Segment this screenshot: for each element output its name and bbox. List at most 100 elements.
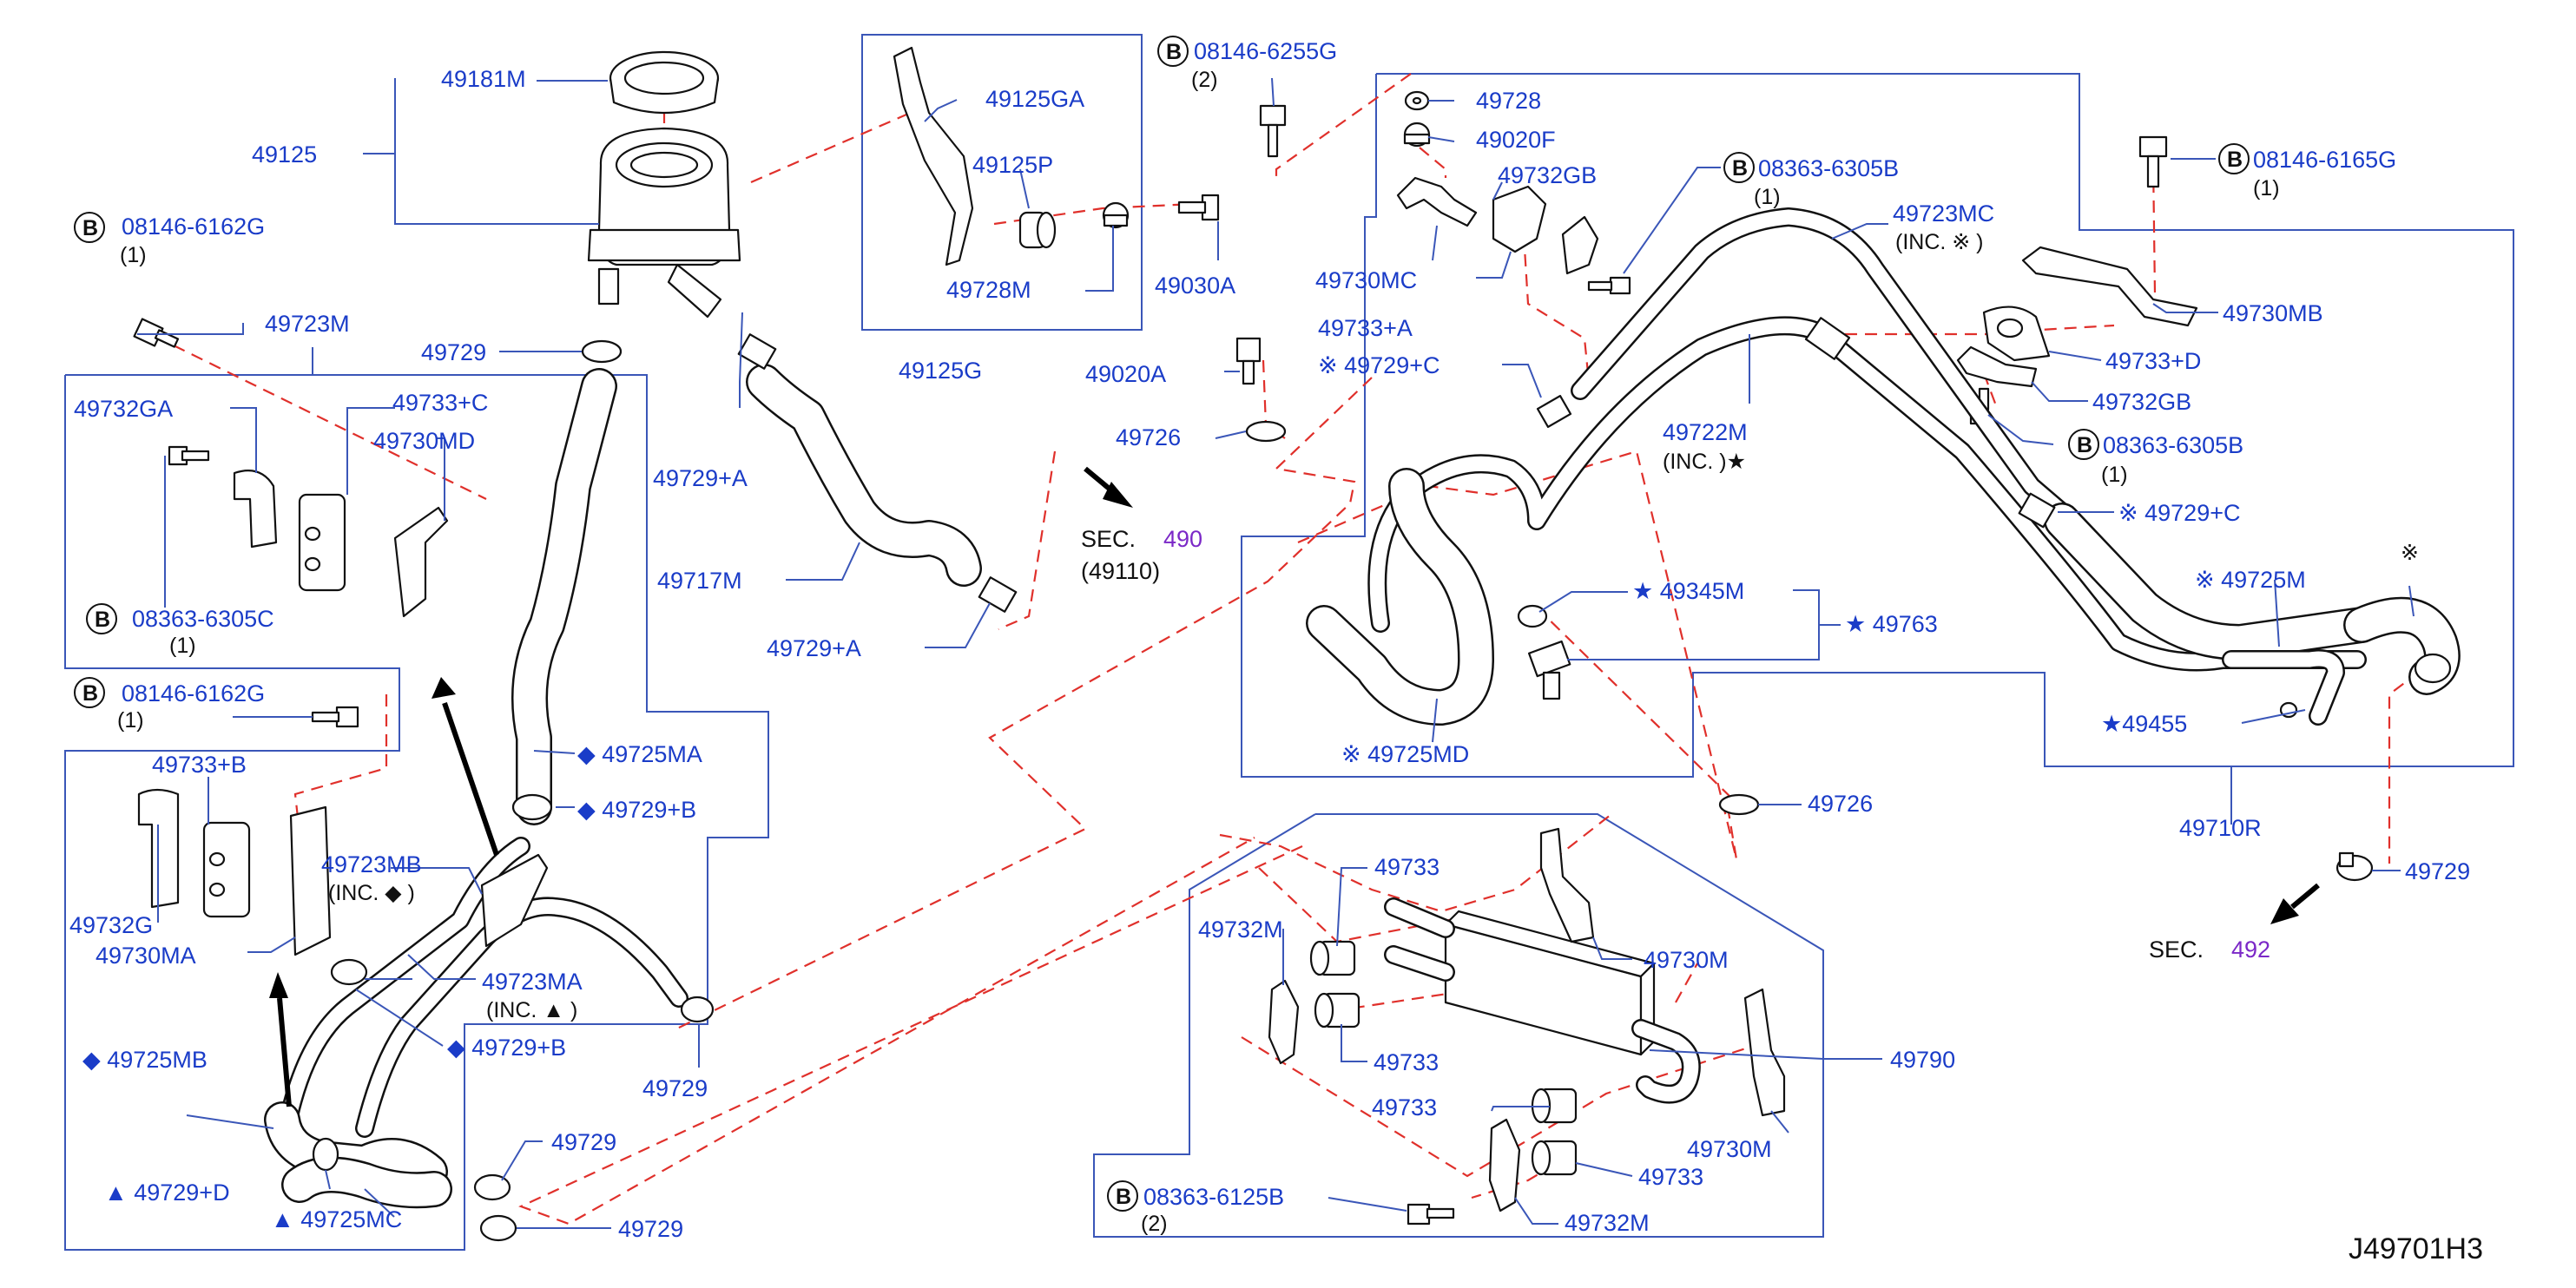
label-08146-6165G[interactable]: 08146-6165G: [2253, 147, 2396, 173]
label-49732GB-right[interactable]: 49732GB: [2092, 389, 2191, 415]
bracket-49732GA: [233, 470, 278, 549]
bracket-49730MC: [1396, 176, 1478, 227]
label-49455[interactable]: ★49455: [2101, 711, 2187, 737]
qty-08146-6165G: (1): [2253, 176, 2280, 200]
sec-490-link[interactable]: 490: [1163, 526, 1202, 552]
bolt-08363-6305B-top: [1587, 276, 1631, 295]
label-49125GA[interactable]: 49125GA: [985, 86, 1084, 112]
hose-49725MC: [281, 1156, 452, 1209]
label-49732M-a[interactable]: 49732M: [1198, 917, 1283, 943]
label-49729-right[interactable]: 49729: [2405, 858, 2470, 884]
bolt-08363-6305C: [168, 445, 210, 466]
label-49790[interactable]: 49790: [1890, 1047, 1955, 1073]
label-49763[interactable]: ★ 49763: [1845, 611, 1938, 637]
label-49723MA[interactable]: 49723MA: [482, 969, 583, 995]
label-49733-2[interactable]: 49733: [1374, 1049, 1439, 1075]
label-49733A[interactable]: 49733+A: [1318, 315, 1413, 341]
label-49733-3[interactable]: 49733: [1372, 1094, 1437, 1120]
label-49725MA[interactable]: ◆ 49725MA: [577, 741, 702, 767]
label-08363-6305C[interactable]: 08363-6305C: [132, 606, 274, 632]
label-08363-6305B-right[interactable]: 08363-6305B: [2103, 432, 2243, 458]
label-49717M[interactable]: 49717M: [657, 568, 742, 594]
label-49125G[interactable]: 49125G: [899, 358, 982, 384]
label-49710R[interactable]: 49710R: [2179, 815, 2262, 841]
pressure-hose-49722M: [1367, 316, 2367, 672]
clamp-49729A-a: [737, 333, 777, 370]
collar-49728M: [1102, 201, 1130, 229]
inc-49723MB: (INC. ◆ ): [328, 881, 415, 905]
label-49726-left[interactable]: 49726: [1116, 424, 1181, 450]
label-49729C-right[interactable]: ※ 49729+C: [2118, 500, 2240, 526]
sec-490-sub: (49110): [1081, 558, 1160, 584]
label-49723MB[interactable]: 49723MB: [321, 851, 422, 877]
label-49733-1[interactable]: 49733: [1374, 854, 1440, 880]
label-49125P[interactable]: 49125P: [972, 152, 1053, 178]
clamp-49729A-b: [978, 576, 1018, 613]
reservoir-cap-49181M: [609, 50, 720, 115]
bolt-49020A: [1235, 337, 1262, 385]
label-49730M-a[interactable]: 49730M: [1644, 947, 1729, 973]
clamp-49733D: [1982, 306, 2051, 362]
label-49725MC[interactable]: ▲ 49725MC: [271, 1206, 402, 1232]
frame-49790: [1093, 813, 1824, 1238]
label-49730M-b[interactable]: 49730M: [1687, 1136, 1772, 1162]
label-49732G[interactable]: 49732G: [69, 912, 153, 938]
label-49732GA[interactable]: 49732GA: [74, 396, 173, 422]
label-49733-4[interactable]: 49733: [1638, 1164, 1703, 1190]
label-49726-right[interactable]: 49726: [1808, 791, 1873, 817]
label-49729B-a[interactable]: ◆ 49729+B: [577, 797, 696, 823]
bracket-49732GB-top: [1561, 215, 1599, 275]
label-49730MA[interactable]: 49730MA: [96, 943, 196, 969]
label-49732GB-top[interactable]: 49732GB: [1498, 162, 1597, 188]
qty-08363-6305C: (1): [169, 634, 196, 658]
label-49345M[interactable]: ★ 49345M: [1632, 578, 1744, 604]
label-49733C[interactable]: 49733+C: [392, 390, 488, 416]
label-49730MD[interactable]: 49730MD: [373, 428, 475, 454]
label-49725MB[interactable]: ◆ 49725MB: [82, 1047, 208, 1073]
label-08146-6255G[interactable]: 08146-6255G: [1194, 38, 1337, 64]
label-49020A[interactable]: 49020A: [1085, 361, 1166, 387]
label-49725MD[interactable]: ※ 49725MD: [1341, 741, 1469, 767]
insulator-49733-4: [1531, 1140, 1578, 1176]
label-49729B-b[interactable]: ◆ 49729+B: [447, 1035, 566, 1061]
label-49729-top[interactable]: 49729: [421, 339, 486, 365]
label-49729A-b[interactable]: 49729+A: [767, 635, 861, 661]
label-49728M[interactable]: 49728M: [946, 277, 1031, 303]
label-49733D[interactable]: 49733+D: [2105, 348, 2201, 374]
label-49729-low1[interactable]: 49729: [551, 1129, 616, 1155]
arrow-sec-490: [1084, 466, 1133, 508]
label-49729-mid[interactable]: 49729: [642, 1075, 708, 1101]
label-49733B[interactable]: 49733+B: [152, 752, 247, 778]
label-49725M[interactable]: ※ 49725M: [2195, 567, 2306, 593]
label-49729A-a[interactable]: 49729+A: [653, 465, 748, 491]
label-49723MC[interactable]: 49723MC: [1893, 200, 1994, 227]
bolt-08146-6162G-a: [133, 318, 180, 348]
label-49730MB[interactable]: 49730MB: [2223, 300, 2323, 326]
label-49729C-top[interactable]: ※ 49729+C: [1318, 352, 1440, 378]
label-08146-6162G-a[interactable]: 08146-6162G: [122, 214, 265, 240]
label-49030A[interactable]: 49030A: [1155, 273, 1235, 299]
label-49729-low2[interactable]: 49729: [618, 1216, 683, 1242]
hose-49717M: [746, 364, 982, 587]
label-49181M[interactable]: 49181M: [441, 66, 526, 92]
insulator-49733B: [202, 821, 251, 918]
label-08146-6162G-b[interactable]: 08146-6162G: [122, 680, 265, 706]
label-08363-6305B-top[interactable]: 08363-6305B: [1758, 155, 1899, 181]
sec-492-link[interactable]: 492: [2231, 936, 2270, 963]
pipe-49455: [2222, 649, 2345, 726]
label-49020F[interactable]: 49020F: [1476, 127, 1556, 153]
label-08363-6125B[interactable]: 08363-6125B: [1143, 1184, 1284, 1210]
clamp-49729-low1: [473, 1173, 511, 1201]
kome-mark: ※: [2401, 541, 2419, 565]
label-49728[interactable]: 49728: [1476, 88, 1541, 114]
label-49722M[interactable]: 49722M: [1663, 419, 1748, 445]
arrow-sec-492: [2270, 883, 2320, 924]
label-49732M-b[interactable]: 49732M: [1565, 1210, 1650, 1236]
insulator-49733C: [298, 493, 346, 592]
bolt-08146-6165G: [2138, 135, 2168, 188]
label-49729D[interactable]: ▲ 49729+D: [104, 1180, 230, 1206]
label-49125[interactable]: 49125: [252, 141, 317, 168]
label-49723M[interactable]: 49723M: [265, 311, 350, 337]
label-49730MC[interactable]: 49730MC: [1315, 267, 1417, 293]
